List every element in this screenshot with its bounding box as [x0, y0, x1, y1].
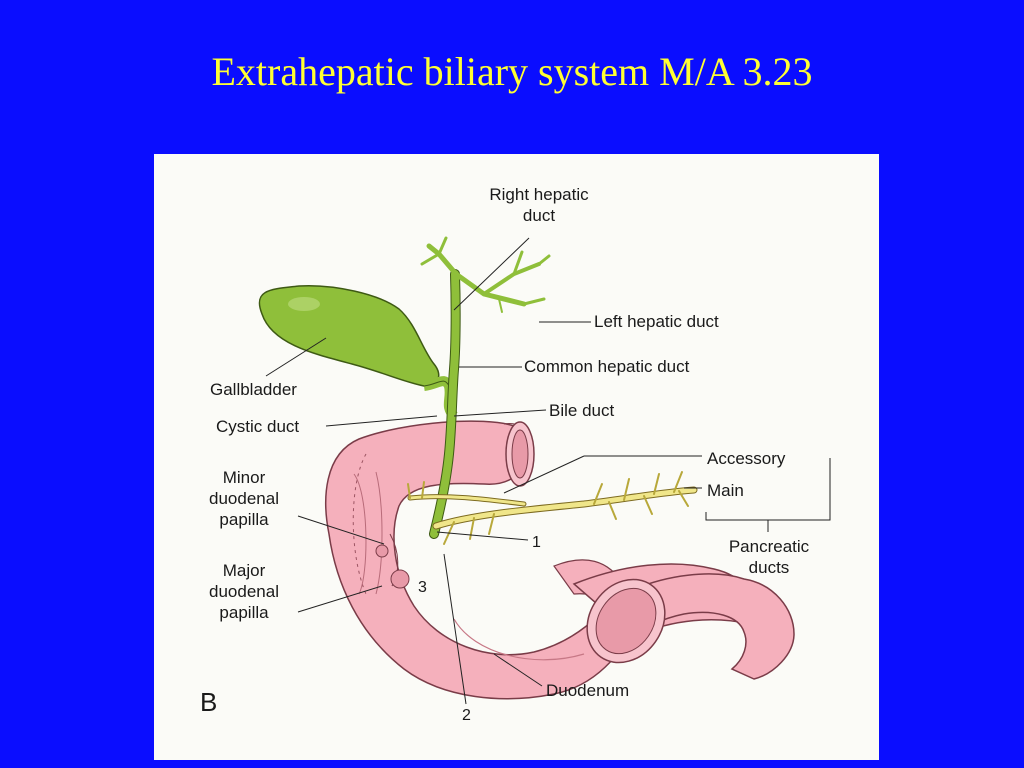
label-left-hepatic-duct: Left hepatic duct: [594, 312, 719, 331]
label-minor-duodenal-papilla: Minor duodenal papilla: [209, 468, 279, 529]
slide-title: Extrahepatic biliary system M/A 3.23: [211, 49, 813, 94]
pancreatic-ducts: [407, 471, 698, 545]
diagram-drawing: [258, 236, 831, 705]
label-main-pancreatic-duct: Main: [707, 481, 744, 500]
leader-lines: [265, 237, 831, 705]
marker-2: 2: [462, 707, 471, 724]
biliary-diagram: Right hepatic duct Left hepatic duct Com…: [154, 154, 879, 760]
marker-3: 3: [418, 579, 427, 596]
label-cystic-duct: Cystic duct: [216, 417, 300, 436]
label-pancreatic-ducts: Pancreatic ducts: [728, 537, 810, 577]
label-gallbladder: Gallbladder: [210, 380, 297, 399]
duodenum-shape: [325, 420, 795, 700]
label-common-hepatic-duct: Common hepatic duct: [524, 357, 690, 376]
marker-1: 1: [532, 534, 541, 551]
panel-letter: B: [200, 687, 218, 717]
label-duodenum: Duodenum: [546, 681, 630, 700]
label-right-hepatic-duct: Right hepatic duct: [489, 185, 589, 225]
label-bile-duct: Bile duct: [549, 401, 615, 420]
label-major-duodenal-papilla: Major duodenal papilla: [209, 561, 279, 622]
label-accessory-pancreatic-duct: Accessory: [707, 449, 786, 468]
